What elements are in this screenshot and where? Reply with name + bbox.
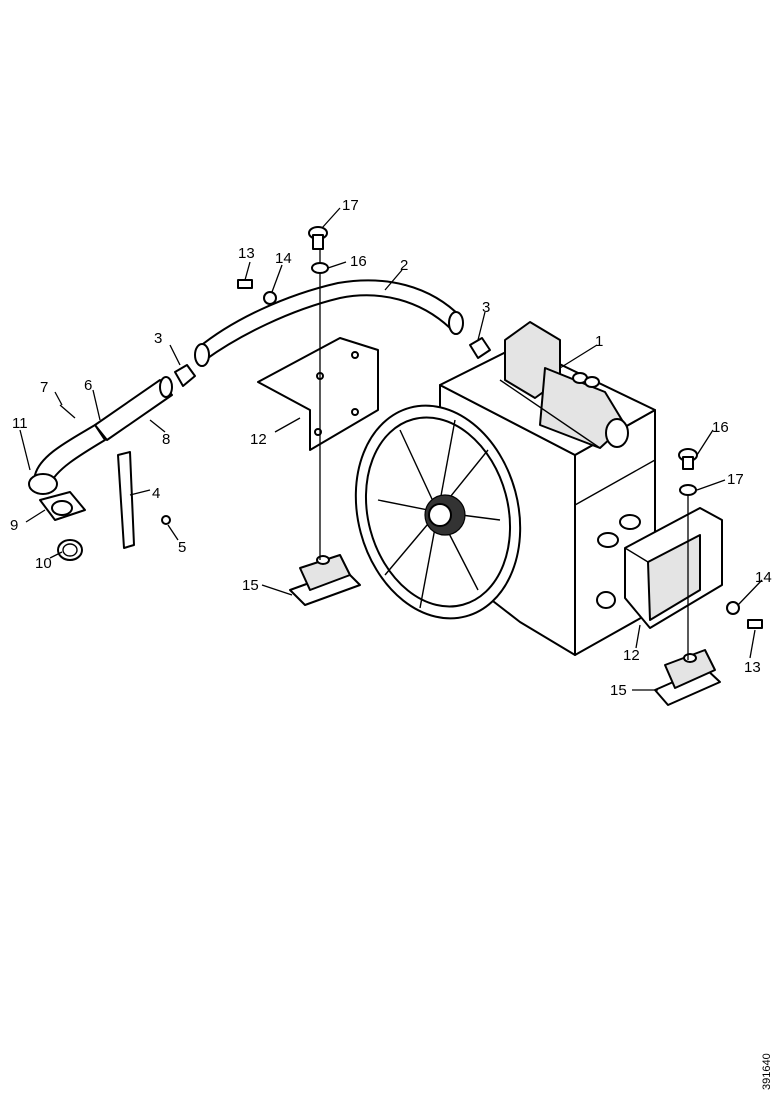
callout-15-right: 15 xyxy=(610,682,627,699)
part-12-bracket-right xyxy=(624,507,723,629)
callout-17-top: 17 xyxy=(342,197,359,214)
callout-13-right: 13 xyxy=(744,659,761,676)
part-3-gasket-left xyxy=(174,364,196,387)
callout-11: 11 xyxy=(12,415,28,432)
callout-12-right: 12 xyxy=(623,647,640,664)
callout-15-left: 15 xyxy=(242,577,259,594)
callout-17-right: 17 xyxy=(727,471,744,488)
part-1-cylinder xyxy=(499,321,629,449)
part-14-nut-left xyxy=(263,291,277,305)
part-14-nut-right xyxy=(726,601,740,615)
callout-2: 2 xyxy=(400,257,408,274)
part-3-gasket-right xyxy=(469,337,491,359)
part-13-bolt-left xyxy=(237,279,253,289)
part-11-elbow xyxy=(28,424,106,495)
part-12-bracket-left xyxy=(257,337,379,451)
callout-7: 7 xyxy=(40,379,48,396)
part-16-washer-top xyxy=(311,262,329,274)
callout-1: 1 xyxy=(595,333,603,350)
part-8-pipe xyxy=(94,376,173,441)
part-5-nut xyxy=(161,515,171,525)
part-15-mount-right xyxy=(654,649,721,706)
drawing-code: 391640 xyxy=(761,1053,773,1090)
callout-3-left: 3 xyxy=(154,330,162,347)
leader-lines xyxy=(19,207,763,691)
callout-9: 9 xyxy=(10,517,18,534)
callout-16-right: 16 xyxy=(712,419,729,436)
callout-8: 8 xyxy=(162,431,170,448)
callout-labels: 1 2 3 3 4 5 6 7 8 9 10 11 12 12 13 13 14… xyxy=(10,197,772,699)
callout-10: 10 xyxy=(35,555,52,572)
part-17-bolt-right xyxy=(678,448,698,660)
part-4-bracket xyxy=(117,451,135,549)
part-13-bolt-right xyxy=(747,619,763,629)
part-16-washer-right xyxy=(679,484,697,496)
callout-14-right: 14 xyxy=(755,569,772,586)
callout-14-left: 14 xyxy=(275,250,292,267)
part-10-seal-ring xyxy=(57,539,83,561)
callout-5: 5 xyxy=(178,539,186,556)
part-7-screw xyxy=(59,404,76,419)
callout-12-left: 12 xyxy=(250,431,267,448)
callout-3-right: 3 xyxy=(482,299,490,316)
part-17-bolt-top xyxy=(308,226,328,560)
flywheel xyxy=(354,404,522,620)
callout-13-left: 13 xyxy=(238,245,255,262)
callout-4: 4 xyxy=(152,485,160,502)
callout-16-top: 16 xyxy=(350,253,367,270)
part-9-flange xyxy=(39,491,86,521)
callout-6: 6 xyxy=(84,377,92,394)
part-2-pipe xyxy=(194,279,464,367)
part-15-mount-left xyxy=(289,554,361,606)
